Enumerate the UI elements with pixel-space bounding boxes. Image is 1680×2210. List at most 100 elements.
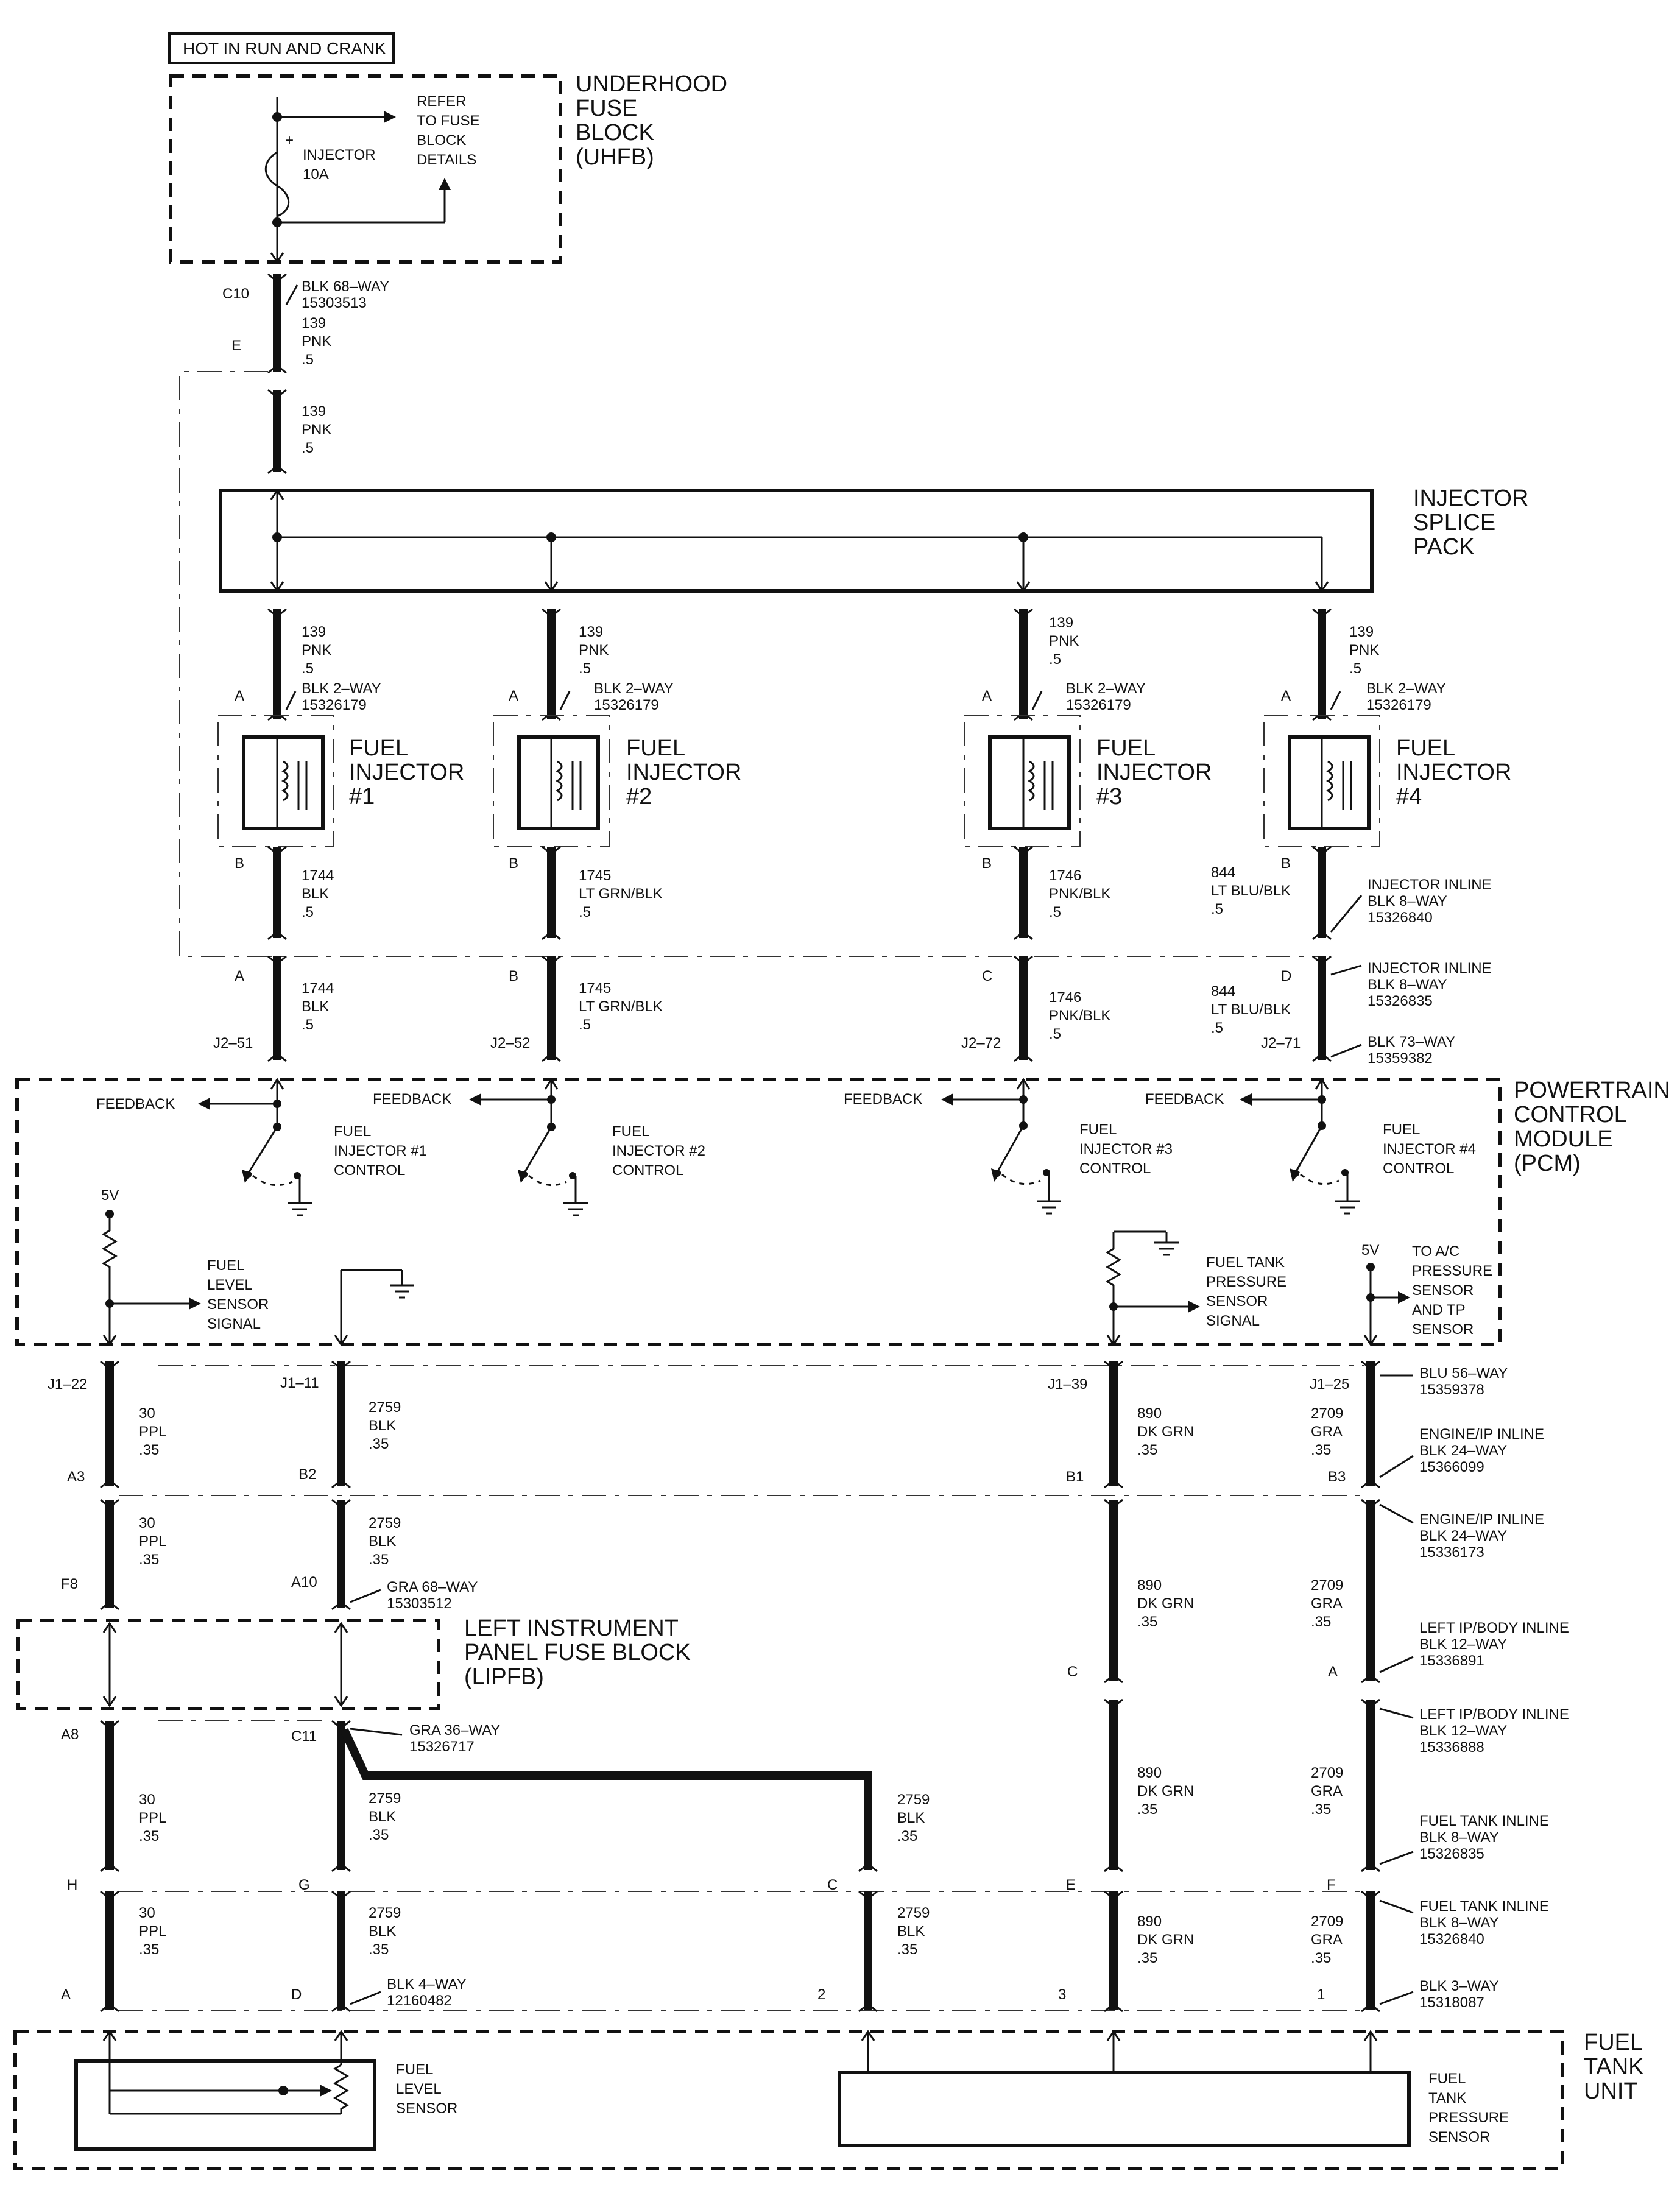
svg-text:BLU 56–WAY: BLU 56–WAY [1419, 1365, 1508, 1382]
svg-text:B2: B2 [298, 1466, 316, 1483]
svg-text:FUEL: FUEL [1079, 1121, 1117, 1138]
svg-text:TO FUSE: TO FUSE [417, 113, 480, 129]
svg-text:.35: .35 [1311, 1442, 1331, 1458]
svg-text:5V: 5V [101, 1187, 119, 1204]
svg-text:.35: .35 [1137, 1614, 1157, 1630]
svg-text:15303512: 15303512 [387, 1595, 452, 1612]
sensor-ground-column: J1–11 2759 BLK .35 B2 2759 BLK .35 A10 C… [280, 1360, 872, 2013]
svg-text:INJECTOR: INJECTOR [1413, 485, 1528, 511]
svg-text:(UHFB): (UHFB) [576, 144, 654, 170]
middle-connector-labels: GRA 68–WAY 15303512 GRA 36–WAY 15326717 … [350, 1579, 500, 2009]
svg-text:GRA: GRA [1311, 1595, 1343, 1612]
svg-text:UNDERHOOD: UNDERHOOD [576, 71, 727, 97]
svg-text:SIGNAL: SIGNAL [207, 1316, 261, 1332]
svg-text:LT BLU/BLK: LT BLU/BLK [1211, 883, 1291, 899]
svg-text:GRA: GRA [1311, 1932, 1343, 1948]
svg-text:PACK: PACK [1413, 534, 1475, 560]
svg-text:.35: .35 [369, 1941, 389, 1958]
svg-text:POWERTRAIN: POWERTRAIN [1514, 1078, 1670, 1103]
svg-text:BLK 2–WAY: BLK 2–WAY [302, 680, 381, 697]
svg-text:.5: .5 [1049, 904, 1061, 920]
svg-text:PNK: PNK [1049, 633, 1079, 649]
svg-text:AND TP: AND TP [1412, 1302, 1466, 1318]
svg-text:BLK: BLK [302, 886, 329, 902]
svg-text:A: A [1328, 1664, 1338, 1680]
shield-outline [179, 371, 1322, 957]
svg-text:SENSOR: SENSOR [1206, 1293, 1268, 1310]
c10-connector-label: BLK 68–WAY 15303513 [302, 278, 389, 311]
uhfb-title: UNDERHOOD FUSE BLOCK (UHFB) [576, 71, 727, 170]
svg-text:FEEDBACK: FEEDBACK [844, 1091, 922, 1107]
svg-text:DK GRN: DK GRN [1137, 1595, 1194, 1612]
pcm-box [15, 1078, 1502, 1346]
svg-text:DETAILS: DETAILS [417, 152, 476, 168]
svg-text:FUEL: FUEL [207, 1257, 244, 1274]
pcm-tank-pressure-circuit: FUEL TANK PRESSURE SENSOR SIGNAL [1106, 1230, 1286, 1346]
svg-text:.5: .5 [579, 904, 591, 920]
injector-4-column: 139 PNK .5 A BLK 2–WAY 15326179 FUEL INJ… [1211, 608, 1511, 1062]
svg-text:INJECTOR #2: INJECTOR #2 [612, 1143, 705, 1159]
svg-text:BLK 8–WAY: BLK 8–WAY [1419, 1829, 1499, 1846]
svg-text:.35: .35 [1137, 1801, 1157, 1818]
svg-text:.35: .35 [139, 1552, 159, 1568]
svg-text:12160482: 12160482 [387, 1993, 452, 2009]
svg-text:PNK: PNK [579, 642, 609, 658]
svg-text:PRESSURE: PRESSURE [1206, 1274, 1286, 1290]
svg-text:GRA: GRA [1311, 1424, 1343, 1440]
svg-text:15326717: 15326717 [409, 1739, 475, 1755]
svg-text:B: B [1281, 855, 1291, 872]
svg-text:.35: .35 [1311, 1614, 1331, 1630]
svg-text:C: C [1067, 1664, 1078, 1680]
svg-text:FUSE: FUSE [576, 96, 637, 121]
svg-text:BLK: BLK [302, 998, 329, 1015]
svg-text:.35: .35 [1137, 1950, 1157, 1966]
svg-text:10A: 10A [303, 166, 329, 183]
svg-text:A: A [509, 688, 518, 704]
arrow-right-icon [384, 111, 396, 123]
pcm-driver-3: FEEDBACK FUEL INJECTOR #3 CONTROL [844, 1078, 1173, 1215]
svg-text:BLK 73–WAY: BLK 73–WAY [1368, 1034, 1455, 1050]
svg-text:A3: A3 [67, 1469, 85, 1485]
svg-text:.5: .5 [1049, 1026, 1061, 1042]
svg-text:PNK: PNK [302, 333, 331, 350]
svg-text:A: A [61, 1986, 71, 2003]
svg-text:CONTROL: CONTROL [612, 1162, 683, 1179]
pcm-driver-1: FEEDBACK FUEL INJECTOR #1 CONTROL [96, 1078, 427, 1216]
svg-text:TANK: TANK [1428, 2090, 1466, 2106]
svg-text:.5: .5 [302, 440, 314, 456]
svg-text:FUEL: FUEL [1383, 1121, 1420, 1138]
svg-text:15326179: 15326179 [594, 697, 659, 713]
svg-text:INJECTOR: INJECTOR [303, 147, 376, 163]
svg-text:A: A [235, 968, 244, 984]
svg-text:FUEL: FUEL [334, 1123, 371, 1140]
svg-text:1: 1 [1317, 1986, 1325, 2003]
svg-text:15336888: 15336888 [1419, 1739, 1484, 1756]
power-source-label: HOT IN RUN AND CRANK [183, 39, 386, 58]
svg-text:J1–22: J1–22 [48, 1376, 87, 1393]
svg-text:2759: 2759 [369, 1515, 401, 1531]
svg-text:B1: B1 [1066, 1469, 1084, 1485]
pcm-ground-circuit [334, 1269, 414, 1346]
svg-text:REFER: REFER [417, 93, 466, 110]
svg-text:FUEL: FUEL [626, 735, 685, 761]
svg-text:FEEDBACK: FEEDBACK [373, 1091, 451, 1107]
svg-text:LT GRN/BLK: LT GRN/BLK [579, 886, 663, 902]
svg-text:PPL: PPL [139, 1533, 166, 1550]
svg-text:GRA: GRA [1311, 1783, 1343, 1799]
svg-text:FEEDBACK: FEEDBACK [1145, 1091, 1224, 1107]
svg-text:FEEDBACK: FEEDBACK [96, 1096, 175, 1112]
injector-3-column: 139 PNK .5 A BLK 2–WAY 15326179 FUEL INJ… [961, 608, 1212, 1062]
svg-text:15326835: 15326835 [1368, 993, 1433, 1009]
svg-text:J1–11: J1–11 [280, 1375, 319, 1391]
svg-text:PPL: PPL [139, 1810, 166, 1826]
svg-text:.35: .35 [139, 1941, 159, 1958]
svg-text:.5: .5 [302, 660, 314, 677]
svg-text:PRESSURE: PRESSURE [1412, 1263, 1492, 1279]
svg-text:#3: #3 [1096, 784, 1122, 810]
svg-text:A: A [982, 688, 992, 704]
svg-text:FUEL: FUEL [1096, 735, 1156, 761]
svg-text:FUEL: FUEL [612, 1123, 649, 1140]
svg-text:.35: .35 [1137, 1442, 1157, 1458]
svg-text:DK GRN: DK GRN [1137, 1783, 1194, 1799]
